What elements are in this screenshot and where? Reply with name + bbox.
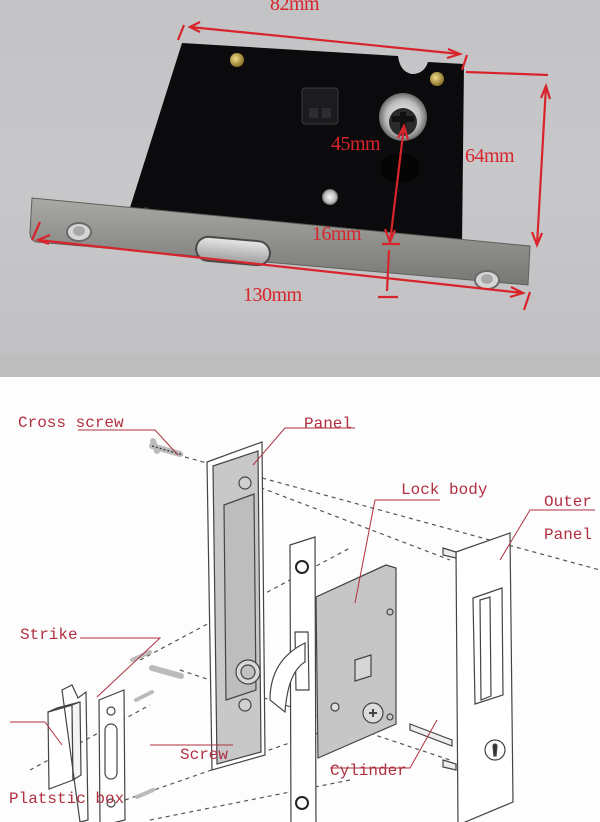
label-cylinder: Cylinder bbox=[330, 762, 407, 780]
lock-photo-panel: 82mm 64mm 45mm 16mm 130mm bbox=[0, 0, 600, 355]
exploded-assembly-diagram: Cross screw Panel Lock body Outer Panel … bbox=[0, 377, 600, 822]
label-plastic-box: Platstic box bbox=[9, 790, 125, 808]
dimension-label-body-height: 64mm bbox=[465, 145, 515, 167]
strike-plate bbox=[98, 689, 126, 822]
faceplate-hook bbox=[269, 536, 317, 822]
dimension-lines bbox=[30, 21, 552, 311]
lock-body-part bbox=[314, 564, 397, 759]
lock-case bbox=[128, 43, 464, 246]
dimension-label-body-width: 82mm bbox=[270, 0, 320, 15]
dimension-label-backset: 45mm bbox=[331, 133, 381, 155]
label-outer-panel-line1: Outer bbox=[544, 493, 593, 511]
dimension-label-faceplate-length: 130mm bbox=[243, 284, 302, 306]
case-screw-icon bbox=[230, 53, 244, 67]
label-cross-screw: Cross screw bbox=[18, 414, 124, 432]
plastic-box bbox=[47, 684, 89, 822]
follower-hub bbox=[301, 87, 339, 125]
dimension-label-faceplate-width: 16mm bbox=[312, 223, 362, 245]
assembly-guide-lines bbox=[29, 456, 600, 821]
section-divider bbox=[0, 355, 600, 378]
case-screw-icon bbox=[430, 72, 444, 86]
label-screw: Screw bbox=[180, 746, 229, 764]
inner-panel bbox=[206, 441, 266, 771]
outer-panel bbox=[442, 532, 514, 822]
lock-photo-illustration bbox=[29, 21, 552, 311]
screws bbox=[130, 438, 184, 799]
label-strike: Strike bbox=[20, 626, 78, 644]
latch-bolt bbox=[195, 235, 271, 267]
label-outer-panel-line2: Panel bbox=[544, 526, 593, 544]
label-leader-lines bbox=[10, 427, 595, 769]
cylinder-rod bbox=[409, 723, 453, 747]
exploded-parts-illustration bbox=[10, 427, 600, 822]
label-panel: Panel bbox=[304, 415, 353, 433]
label-lock-body: Lock body bbox=[401, 481, 488, 499]
